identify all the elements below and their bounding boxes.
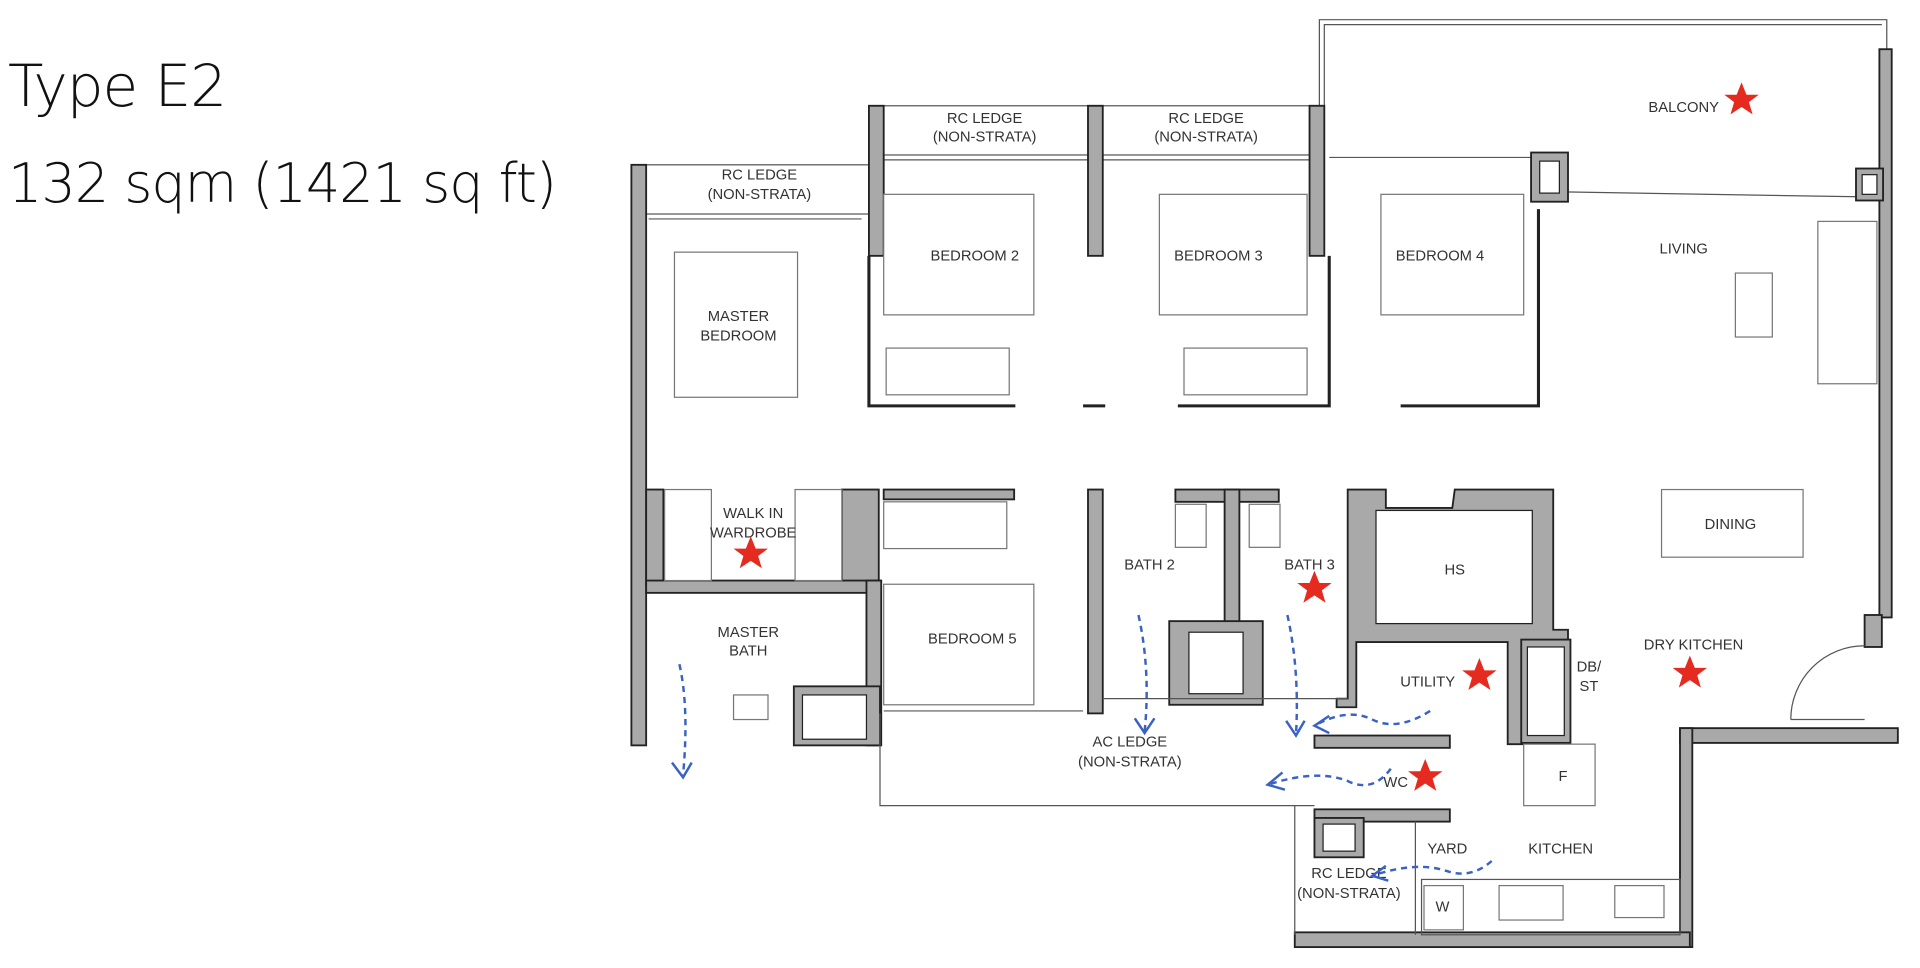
label-dry-kitchen: DRY KITCHEN: [1644, 637, 1743, 653]
label-bath-2: BATH 2: [1124, 557, 1175, 573]
arrow-icon-bath-3: [1286, 614, 1299, 735]
bed-4: [1380, 193, 1525, 316]
label-washer: W: [1435, 899, 1449, 915]
label-non-strata-1: (NON-STRATA): [933, 129, 1037, 145]
washer: [1423, 884, 1465, 931]
walls: [630, 48, 1899, 949]
label-hs: HS: [1445, 562, 1466, 578]
fridge: [1523, 743, 1596, 807]
label-yard: YARD: [1427, 842, 1467, 858]
sofa: [1817, 220, 1878, 385]
label-bedroom-2: BEDROOM 2: [930, 249, 1019, 265]
label-ac-ledge: AC LEDGE: [1093, 735, 1168, 751]
label-bedroom-5: BEDROOM 5: [928, 631, 1017, 647]
master-bed: [673, 251, 799, 398]
star-markers: [733, 82, 1759, 791]
partitions: [867, 209, 1865, 936]
label-non-strata-5: (NON-STRATA): [1297, 886, 1401, 902]
unit-type-title: Type E2: [8, 52, 227, 120]
label-bedroom-3: BEDROOM 3: [1174, 249, 1263, 265]
label-fridge: F: [1559, 769, 1568, 785]
dining-table: [1660, 488, 1804, 558]
arrow-icon-utility: [1313, 709, 1431, 727]
label-utility: UTILITY: [1400, 674, 1455, 690]
sink: [1614, 884, 1665, 919]
bed-5: [883, 583, 1035, 706]
unit-area: 132 sqm (1421 sq ft): [8, 152, 557, 215]
bed-2: [883, 193, 1035, 316]
arrow-icon-master-bath: [678, 663, 687, 776]
label-rc-ledge-4: RC LEDGE: [1311, 866, 1387, 882]
arrow-icon-wc: [1267, 767, 1392, 787]
rc-ledges-top: [645, 105, 1533, 220]
label-rc-ledge-3: RC LEDGE: [722, 168, 798, 184]
star-icon-utility: [1462, 658, 1497, 691]
arrow-icon-yard: [1371, 860, 1493, 877]
label-bath-3: BATH 3: [1284, 557, 1335, 573]
coffee-table: [1734, 272, 1773, 338]
label-wardrobe: WARDROBE: [710, 526, 797, 542]
bed-3: [1158, 193, 1308, 316]
stove: [1498, 884, 1564, 921]
label-balcony: BALCONY: [1648, 100, 1719, 116]
label-living: LIVING: [1659, 241, 1707, 257]
label-non-strata-3: (NON-STRATA): [708, 187, 812, 203]
star-icon-balcony: [1724, 82, 1759, 115]
star-icon-dry-kitchen: [1672, 655, 1708, 688]
balcony-outline: [1318, 19, 1888, 198]
label-rc-ledge-1: RC LEDGE: [947, 111, 1023, 127]
star-icon-bath-3: [1297, 570, 1332, 603]
label-walk-in: WALK IN: [723, 506, 783, 522]
label-master-bedroom: MASTER: [708, 309, 769, 325]
label-non-strata-2: (NON-STRATA): [1154, 129, 1258, 145]
label-rc-ledge-2: RC LEDGE: [1168, 111, 1244, 127]
star-icon-wc: [1408, 758, 1443, 791]
room-labels: BALCONY LIVING DINING DRY KITCHEN BEDROO…: [700, 100, 1756, 915]
star-icon-wardrobe: [733, 536, 768, 569]
label-st: ST: [1579, 679, 1598, 695]
label-master-bedroom-2: BEDROOM: [700, 329, 776, 345]
label-non-strata-4: (NON-STRATA): [1078, 754, 1182, 770]
label-bedroom-4: BEDROOM 4: [1396, 249, 1485, 265]
flow-arrows: [671, 614, 1493, 882]
label-master-bath: MASTER: [718, 625, 779, 641]
furniture: [664, 193, 1878, 931]
label-db: DB/: [1577, 660, 1602, 676]
label-dining: DINING: [1705, 517, 1757, 533]
label-master-bath-2: BATH: [729, 644, 767, 660]
label-kitchen: KITCHEN: [1528, 842, 1593, 858]
label-wc: WC: [1383, 775, 1408, 791]
arrow-icon-bath-2: [1137, 614, 1148, 732]
